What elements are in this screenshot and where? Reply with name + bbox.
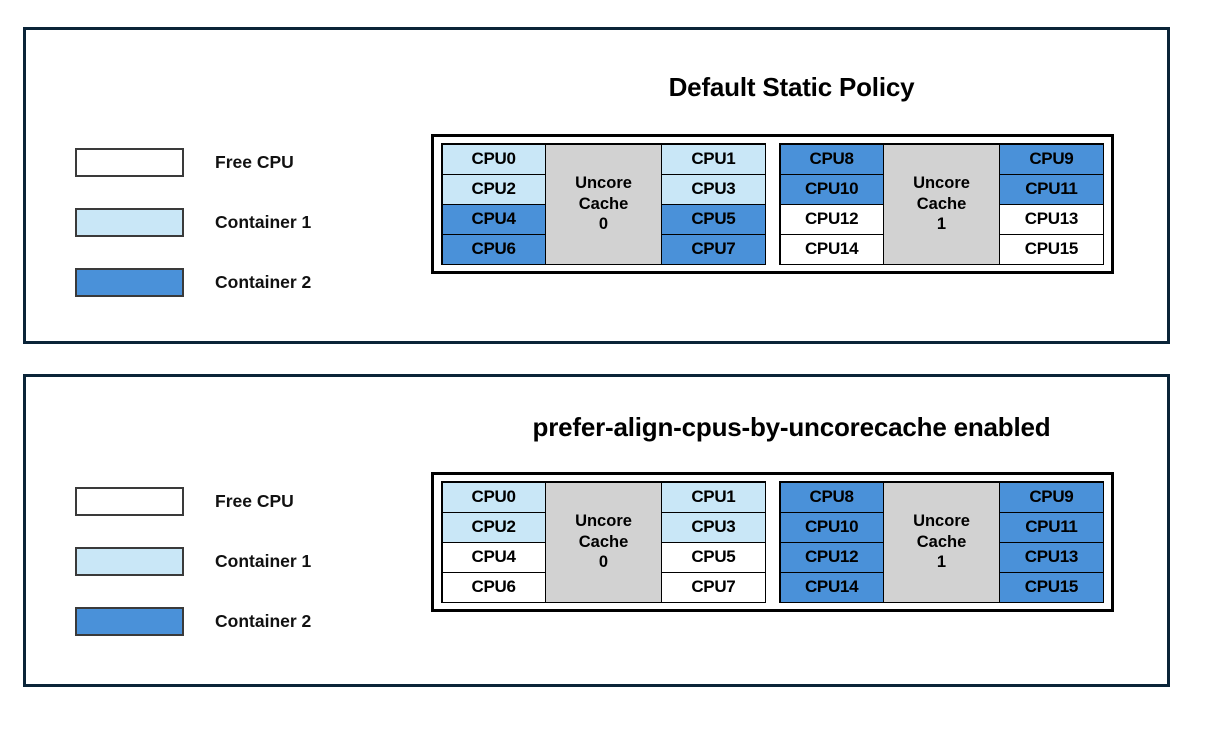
legend-label: Free CPU bbox=[215, 490, 294, 511]
cpu-cell: CPU12 bbox=[779, 203, 884, 235]
legend-label: Container 1 bbox=[215, 211, 312, 232]
uncore-cache-label-line: Uncore bbox=[913, 511, 970, 530]
uncore-cache-label-line: Cache bbox=[916, 194, 967, 213]
legend-label: Container 2 bbox=[215, 610, 312, 631]
cpu-cell: CPU3 bbox=[661, 511, 766, 543]
legend: Free CPU Container 1 Container 2 bbox=[75, 471, 311, 651]
diagram-panel-1: prefer-align-cpus-by-uncorecache enabled… bbox=[23, 374, 1170, 687]
cpu-cell: CPU1 bbox=[661, 481, 766, 513]
cpu-cell: CPU13 bbox=[999, 541, 1104, 573]
cpu-cell: CPU13 bbox=[999, 203, 1104, 235]
legend-row: Free CPU bbox=[75, 132, 311, 192]
panel-title: Default Static Policy bbox=[668, 72, 915, 102]
legend-row: Container 2 bbox=[75, 591, 311, 651]
cpu-cell: CPU8 bbox=[779, 143, 884, 175]
cpu-cell: CPU6 bbox=[441, 233, 546, 265]
cpu-cell: CPU4 bbox=[441, 541, 546, 573]
uncore-cache-label-line: 0 bbox=[598, 553, 609, 572]
uncore-cache-label-line: 1 bbox=[936, 553, 947, 572]
cpu-cell: CPU6 bbox=[441, 571, 546, 603]
cpu-cell: CPU4 bbox=[441, 203, 546, 235]
legend-label: Container 2 bbox=[215, 271, 312, 292]
legend-label: Free CPU bbox=[215, 151, 294, 172]
legend-label: Container 1 bbox=[215, 550, 312, 571]
legend-swatch-container2 bbox=[75, 267, 184, 297]
cpu-cell: CPU2 bbox=[441, 511, 546, 543]
cpu-cell: CPU10 bbox=[779, 173, 884, 205]
cpu-cell: CPU11 bbox=[999, 511, 1104, 543]
uncore-cache-label-line: Cache bbox=[578, 194, 629, 213]
uncore-cache-label-line: Cache bbox=[578, 532, 629, 551]
cpu-cell: CPU0 bbox=[441, 143, 546, 175]
legend-swatch-container2 bbox=[75, 606, 184, 636]
cpu-cell: CPU3 bbox=[661, 173, 766, 205]
uncore-cache-label-line: 0 bbox=[598, 215, 609, 234]
legend: Free CPU Container 1 Container 2 bbox=[75, 132, 311, 312]
uncore-cache-label-line: 1 bbox=[936, 215, 947, 234]
legend-row: Container 1 bbox=[75, 531, 311, 591]
cpu-cell: CPU12 bbox=[779, 541, 884, 573]
cpu-cell: CPU7 bbox=[661, 571, 766, 603]
legend-row: Container 2 bbox=[75, 252, 311, 312]
legend-row: Free CPU bbox=[75, 471, 311, 531]
cpu-cell: CPU0 bbox=[441, 481, 546, 513]
cpu-cell: CPU15 bbox=[999, 571, 1104, 603]
cpu-cell: CPU10 bbox=[779, 511, 884, 543]
cpu-cell: CPU8 bbox=[779, 481, 884, 513]
cpu-cell: CPU7 bbox=[661, 233, 766, 265]
uncore-cache-label-line: Uncore bbox=[913, 173, 970, 192]
uncore-cache-label-line: Uncore bbox=[575, 511, 632, 530]
cpu-cell: CPU2 bbox=[441, 173, 546, 205]
cpu-cell: CPU15 bbox=[999, 233, 1104, 265]
legend-swatch-container1 bbox=[75, 546, 184, 576]
cpu-cell: CPU14 bbox=[779, 233, 884, 265]
cpu-cell: CPU1 bbox=[661, 143, 766, 175]
cpu-cell: CPU14 bbox=[779, 571, 884, 603]
cpu-cell: CPU11 bbox=[999, 173, 1104, 205]
uncore-cache-label-line: Uncore bbox=[575, 173, 632, 192]
cpu-cell: CPU9 bbox=[999, 481, 1104, 513]
legend-row: Container 1 bbox=[75, 192, 311, 252]
panel-title: prefer-align-cpus-by-uncorecache enabled bbox=[532, 412, 1051, 442]
legend-swatch-free bbox=[75, 147, 184, 177]
legend-swatch-container1 bbox=[75, 207, 184, 237]
cpu-cell: CPU5 bbox=[661, 541, 766, 573]
cpu-cell: CPU9 bbox=[999, 143, 1104, 175]
uncore-cache-label-line: Cache bbox=[916, 532, 967, 551]
cpu-cell: CPU5 bbox=[661, 203, 766, 235]
legend-swatch-free bbox=[75, 486, 184, 516]
